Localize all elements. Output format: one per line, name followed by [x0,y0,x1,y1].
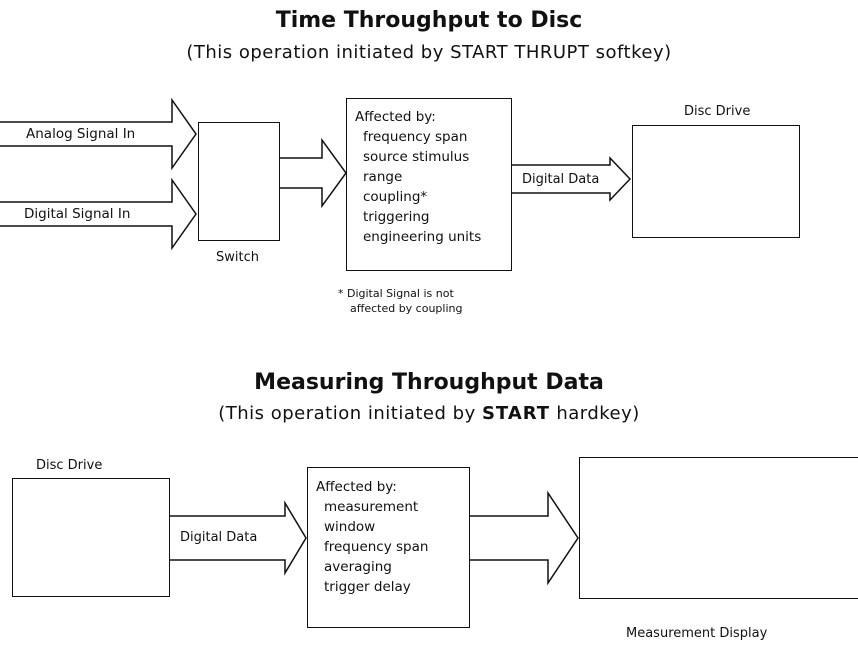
start-hardkey-label: START [481,403,551,424]
digital-input-arrow [0,177,197,251]
affected-box-2: Affected by: measurement window frequenc… [307,467,470,628]
disc-drive-2 [12,478,170,597]
affected-heading-2: Affected by: [316,479,397,495]
section1-subtitle: (This operation initiated by START THRUP… [186,42,672,63]
coupling-footnote-line1: * Digital Signal is not [338,287,454,300]
list-item: coupling* [363,189,428,205]
list-item: averaging [324,559,392,575]
affected-heading-1: Affected by: [355,109,436,125]
disc-drive-label-2: Disc Drive [36,458,103,473]
section1-title: Time Throughput to Disc [275,8,583,33]
affected-list-2: measurement window frequency span averag… [316,497,469,597]
section2-subtitle: (This operation initiated by START hardk… [0,403,858,424]
list-item: range [363,169,403,185]
measurement-display [579,457,858,599]
section2-title: Measuring Throughput Data [254,370,604,395]
analog-signal-label: Analog Signal In [26,126,136,142]
disc-to-affected-arrow [170,500,307,576]
analog-input-arrow [0,97,197,171]
switch-label: Switch [216,250,259,265]
list-item: source stimulus [363,149,470,165]
digital-data-label-2: Digital Data [180,530,258,545]
list-item: measurement [324,499,419,515]
section2-subtitle-post: hardkey) [556,403,640,424]
list-item: trigger delay [324,579,411,595]
list-item: window [324,519,376,535]
switch-to-affected-arrow [280,137,347,209]
list-item: frequency span [324,539,429,555]
list-item: triggering [363,209,430,225]
coupling-footnote-line2: affected by coupling [350,302,463,315]
list-item: frequency span [363,129,468,145]
list-item: engineering units [363,229,482,245]
switch-box [198,122,280,241]
disc-drive-label-1: Disc Drive [684,104,751,119]
section2-subtitle-pre: (This operation initiated by [218,403,476,424]
affected-to-disc-arrow [512,156,632,202]
digital-signal-label: Digital Signal In [24,206,131,222]
measurement-display-label: Measurement Display [626,626,768,641]
disc-drive-1 [632,125,800,238]
affected-list-1: frequency span source stimulus range cou… [355,127,511,247]
affected-box-1: Affected by: frequency span source stimu… [346,98,512,271]
affected-to-display-arrow [470,490,579,586]
digital-data-label-1: Digital Data [522,172,600,187]
